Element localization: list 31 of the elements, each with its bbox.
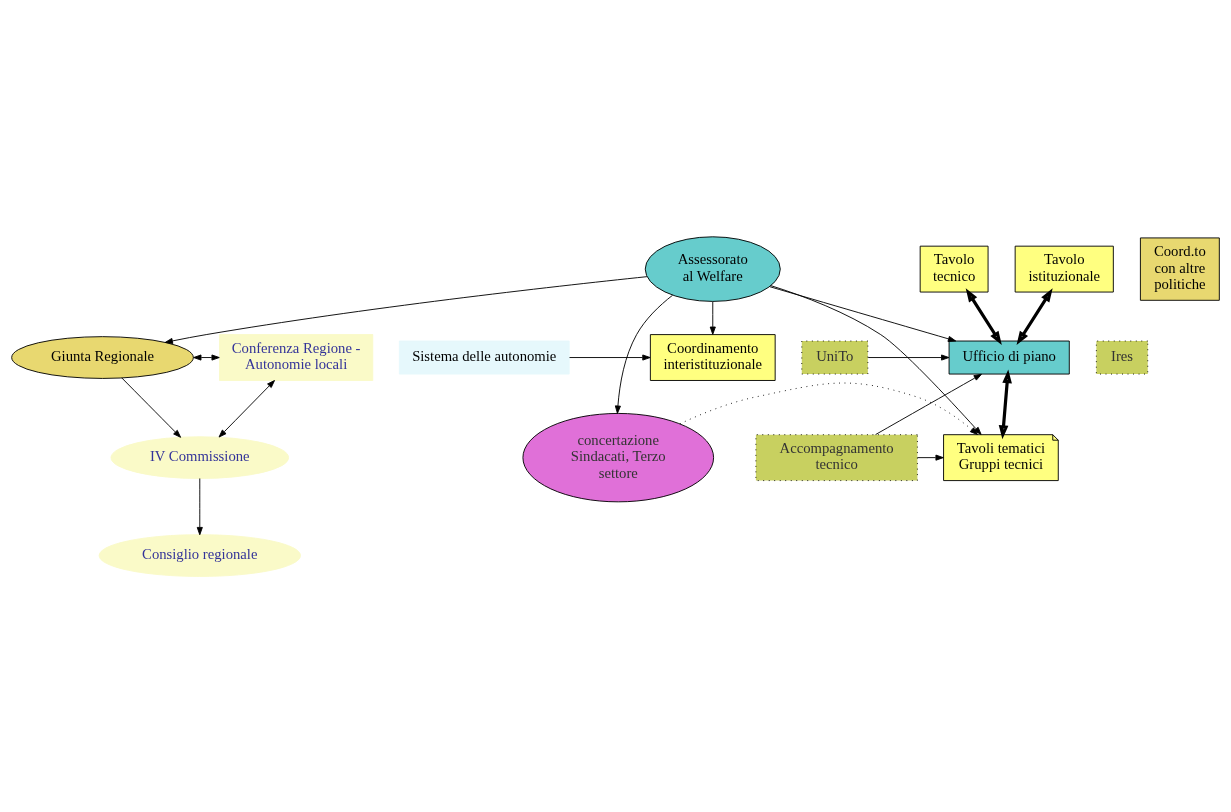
arrow (867, 354, 950, 361)
node-box: Coordinamento interistituzionale (649, 333, 776, 381)
arrow (875, 373, 982, 435)
arrow (193, 354, 220, 361)
node-ellipse: IV Commissione (110, 435, 290, 479)
arrow (614, 294, 674, 414)
arrow (965, 287, 1002, 345)
node-box: Coord.to con altre politiche (1139, 236, 1220, 301)
arrow (769, 285, 957, 342)
node-box: UniTo (801, 340, 869, 374)
arrow (569, 354, 651, 361)
arrow (998, 368, 1012, 439)
arrow (770, 284, 982, 435)
node-ellipse: Consiglio regionale (98, 533, 301, 577)
node-box: Tavolo istituzionale (1014, 245, 1114, 292)
arrow (709, 300, 716, 335)
arrow (196, 477, 203, 535)
node-box: Conferenza Regione - Autonomie locali (219, 333, 374, 381)
node-box: Tavolo tecnico (919, 245, 989, 292)
arrow (917, 454, 944, 461)
arrow (1016, 287, 1053, 345)
arrow (218, 379, 275, 438)
node-ellipse: Assessorato al Welfare (644, 235, 781, 302)
node-box: Ufficio di piano (948, 340, 1070, 374)
node-box: Ires (1095, 340, 1149, 374)
node-box: Sistema delle autonomie (398, 340, 570, 374)
arrow (121, 376, 182, 438)
arrow (679, 382, 978, 435)
arrow (164, 275, 648, 344)
node-box: Accompagnamento tecnico (755, 433, 918, 481)
node-ellipse: concertazione Sindacati, Terzo settore (522, 412, 715, 502)
